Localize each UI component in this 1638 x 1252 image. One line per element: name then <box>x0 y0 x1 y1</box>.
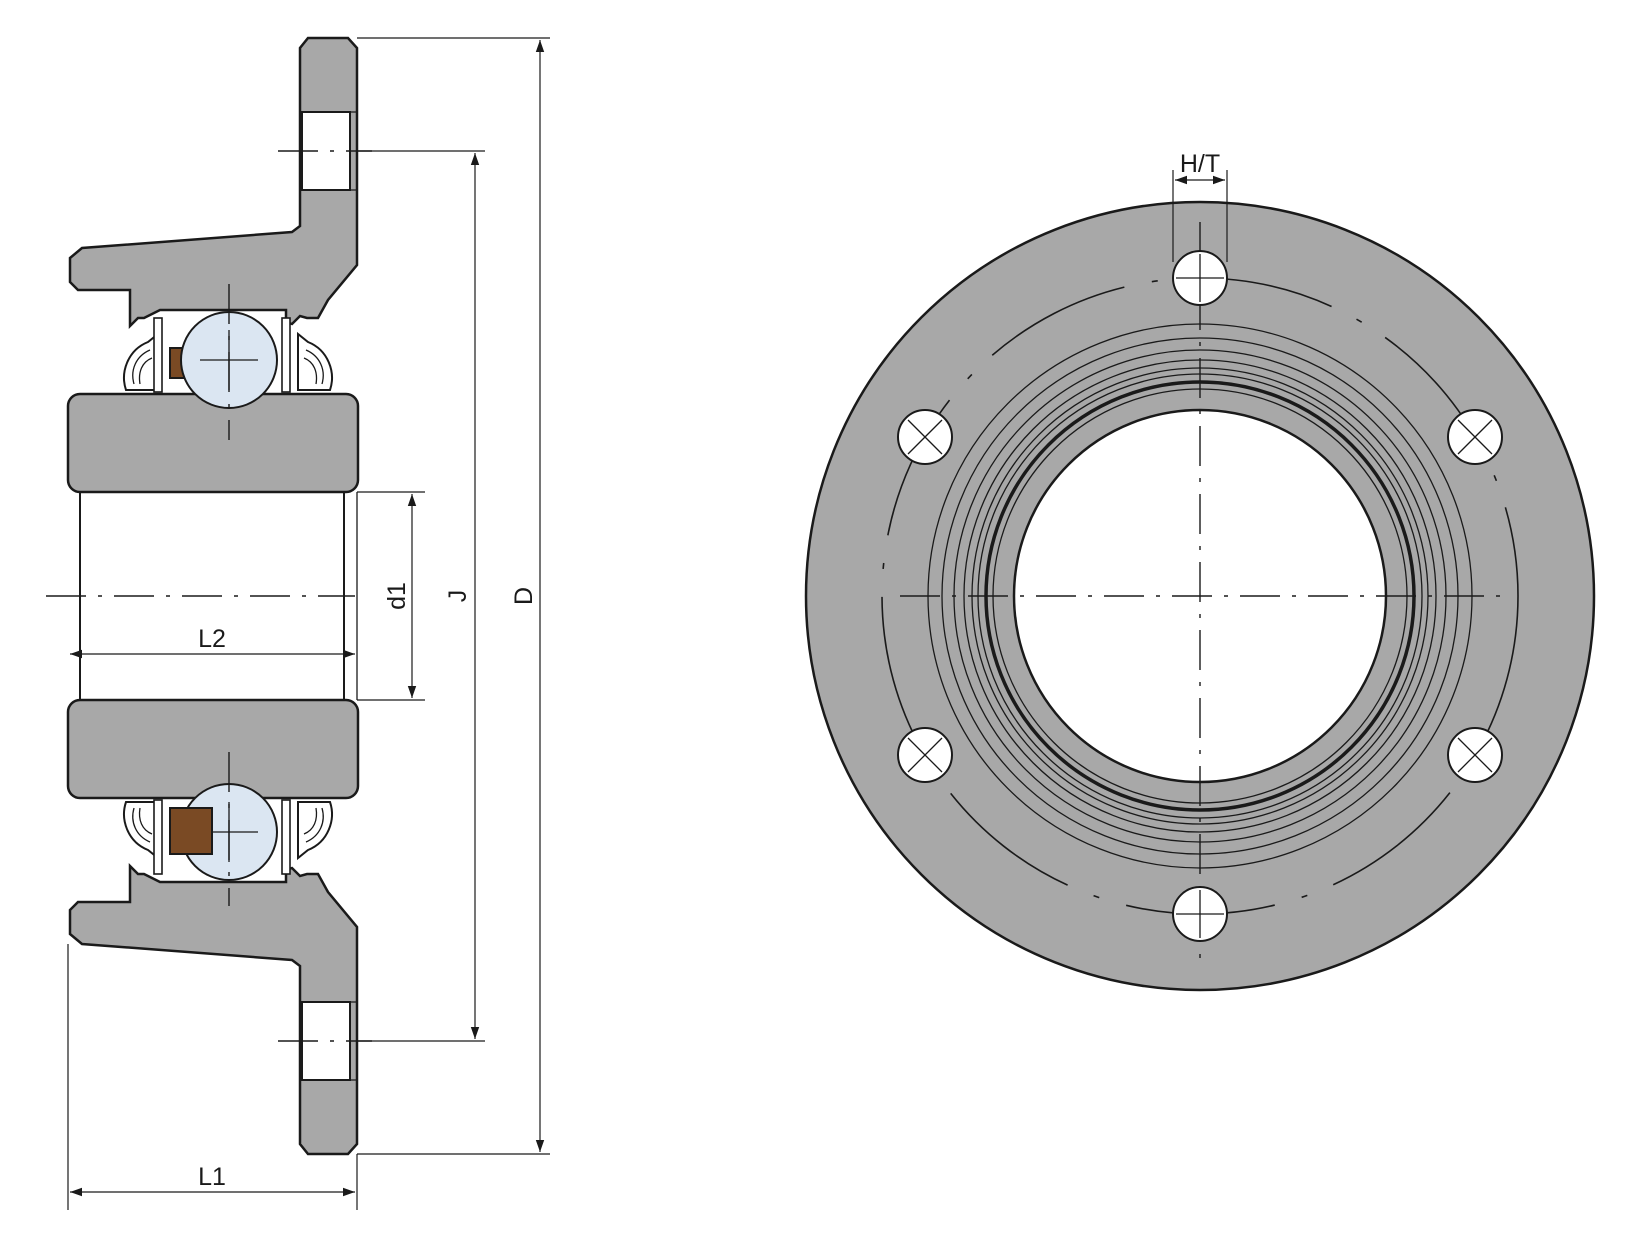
front-view: H/T <box>804 150 1596 992</box>
side-section-view: D J d1 L2 L1 <box>46 36 550 1210</box>
dim-J-label: J <box>444 590 472 603</box>
bolt-hole-lower-left <box>897 727 953 783</box>
housing-upper <box>68 36 359 330</box>
bolt-hole-bottom <box>1172 886 1228 942</box>
seal-lower-left <box>123 799 163 875</box>
inner-ring-upper <box>66 392 360 494</box>
cage-key-lower-front <box>169 807 213 855</box>
bolt-hole-upper-right <box>1447 409 1503 465</box>
dim-HT-label: H/T <box>1180 150 1220 178</box>
housing-lower <box>68 862 359 1156</box>
dim-d1-label: d1 <box>383 582 411 610</box>
dim-D-label: D <box>510 587 538 605</box>
bolt-hole-upper-left <box>897 409 953 465</box>
bolt-hole-top <box>1172 250 1228 306</box>
seal-upper-right <box>281 317 333 393</box>
inner-ring-lower <box>66 698 360 800</box>
bolt-hole-lower-right <box>1447 727 1503 783</box>
dim-L2-label: L2 <box>198 625 226 653</box>
seal-upper-left <box>123 317 163 393</box>
seal-lower-right <box>281 799 333 875</box>
dim-L1-label: L1 <box>198 1163 226 1191</box>
